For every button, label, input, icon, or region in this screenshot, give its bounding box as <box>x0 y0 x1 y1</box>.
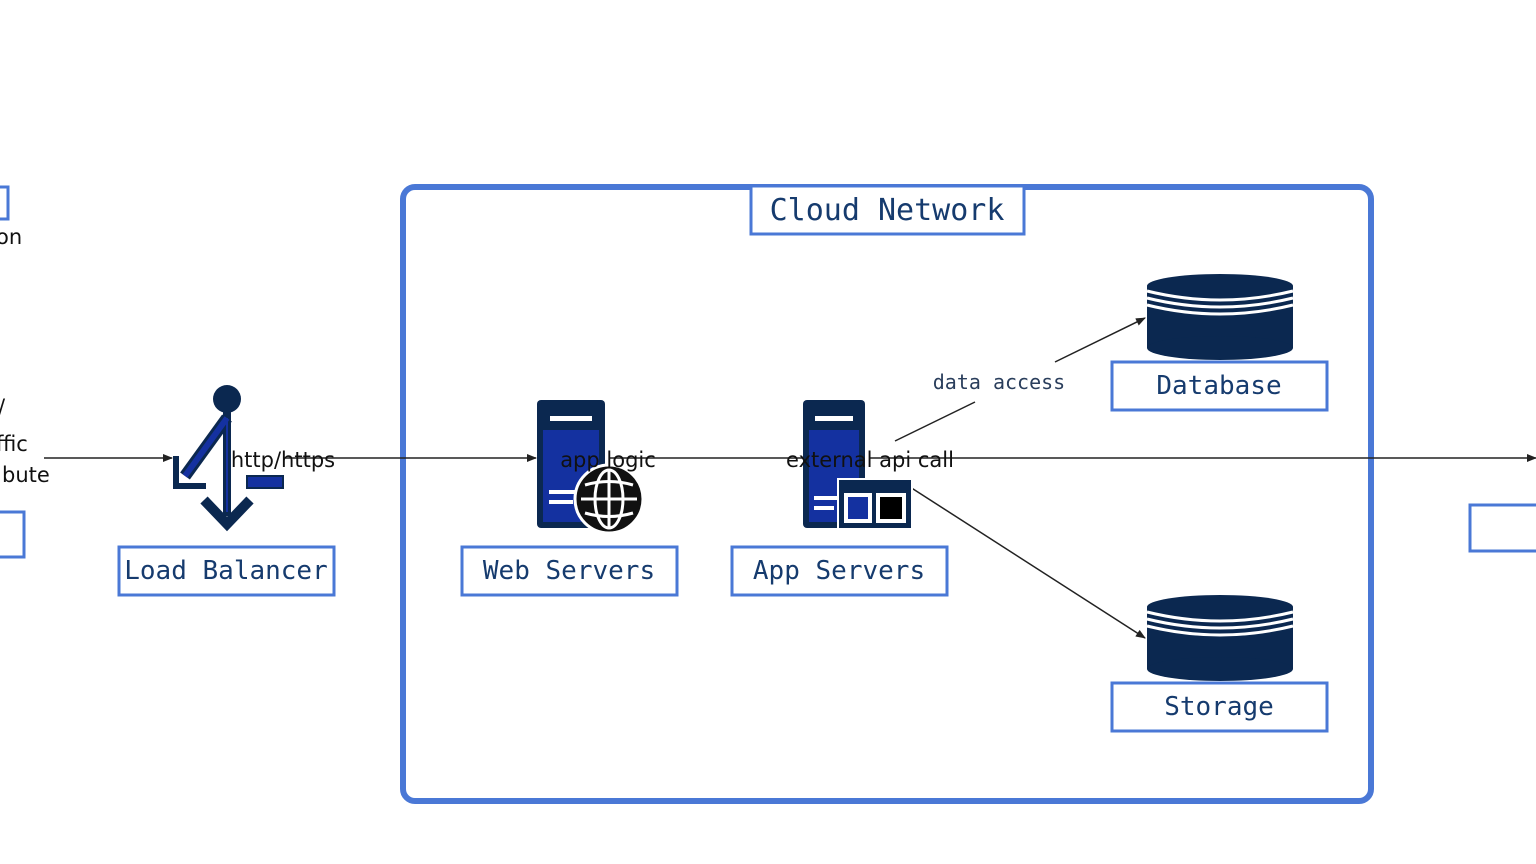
left-clipped-text-mid: ffic <box>0 432 28 456</box>
database-icon <box>1146 274 1294 360</box>
globe-icon <box>573 463 645 535</box>
web-servers-label: Web Servers <box>483 556 655 586</box>
storage-label: Storage <box>1164 692 1274 722</box>
edge-label-external-api: external api call <box>786 448 954 472</box>
edge-label-data-access: data access <box>933 370 1065 394</box>
load-balancer-node: Load Balancer <box>117 545 336 597</box>
cloud-network-title-text: Cloud Network <box>770 193 1005 228</box>
edge-label-app-logic: app logic <box>560 448 656 472</box>
left-clipped-text-tick: / <box>0 395 6 419</box>
app-server-icon <box>803 400 913 530</box>
storage-icon <box>1146 595 1294 681</box>
left-clipped-text-low: bute <box>2 463 50 487</box>
left-clipped-node: on / ffic bute <box>0 185 50 559</box>
web-server-icon <box>537 400 645 535</box>
load-balancer-icon <box>173 385 284 532</box>
edge-app-to-database-lower <box>894 401 976 442</box>
cloud-network-title: Cloud Network <box>749 184 1026 236</box>
load-balancer-label: Load Balancer <box>124 556 328 586</box>
application-window-icon <box>837 478 913 530</box>
edge-app-to-storage <box>909 486 1146 639</box>
database-node: Database <box>1110 360 1329 412</box>
app-servers-node: App Servers <box>730 545 949 597</box>
app-servers-label: App Servers <box>753 556 925 586</box>
edge-label-http: http/https <box>231 448 335 472</box>
left-clipped-text-top: on <box>0 225 22 249</box>
storage-node: Storage <box>1110 681 1329 733</box>
database-label: Database <box>1156 371 1281 401</box>
right-clipped-node <box>1468 503 1536 553</box>
web-servers-node: Web Servers <box>460 545 679 597</box>
edge-app-to-database-upper <box>1054 317 1146 363</box>
